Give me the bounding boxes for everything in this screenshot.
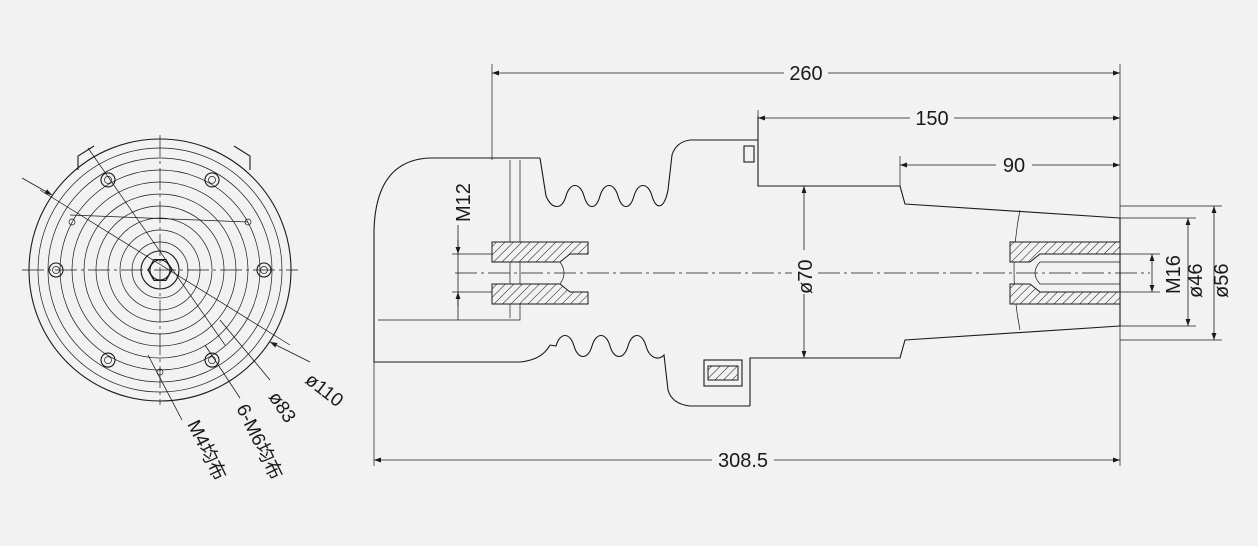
sheds-bottom bbox=[549, 334, 750, 407]
dim-dia-70: ø70 bbox=[795, 260, 817, 294]
leader-110 bbox=[21, 177, 53, 196]
end-view: ø110 ø83 6-M6均布 M4均布 bbox=[21, 135, 347, 485]
dim-90-bg bbox=[996, 153, 1032, 177]
dim-dia-110: ø110 bbox=[301, 369, 347, 411]
end-diag-1 bbox=[39, 189, 291, 346]
dim-90: 90 bbox=[1003, 155, 1025, 177]
insert-left bbox=[491, 241, 589, 263]
insert-right bbox=[1009, 241, 1121, 263]
elbow-inner bbox=[378, 160, 521, 321]
insert-left-b bbox=[491, 283, 589, 305]
bolt-hole-inner bbox=[104, 356, 112, 364]
bottom-plug-hatch bbox=[707, 365, 739, 381]
right-inner bbox=[1013, 209, 1021, 331]
label-m4: M4均布 bbox=[183, 417, 231, 485]
dim-150: 150 bbox=[915, 108, 948, 130]
leader-m6 bbox=[204, 344, 241, 399]
end-diag-3 bbox=[87, 147, 226, 346]
dim-260: 260 bbox=[789, 63, 822, 85]
end-diag-2 bbox=[69, 214, 249, 223]
dim-dia-46: ø46 bbox=[1185, 264, 1207, 298]
dim-dia-83: ø83 bbox=[264, 388, 300, 427]
dim-m16: M16 bbox=[1163, 255, 1185, 294]
sheds-top bbox=[539, 139, 758, 208]
leader-110-b bbox=[269, 341, 311, 363]
dim-308-bg bbox=[712, 448, 774, 472]
insert-right-b bbox=[1009, 283, 1121, 305]
dim-70-bg bbox=[792, 250, 816, 294]
bolt-hole-inner bbox=[208, 176, 216, 184]
dim-308-5: 308.5 bbox=[718, 450, 768, 472]
bolt-hole bbox=[100, 352, 116, 368]
dim-m12: M12 bbox=[453, 183, 475, 222]
leader-m4 bbox=[147, 354, 183, 421]
top-nub bbox=[743, 145, 755, 163]
bolt-hole bbox=[204, 352, 220, 368]
dim-260-bg bbox=[784, 61, 828, 85]
side-view: 260 150 90 308.5 M12 ø70 M16 ø46 bbox=[373, 61, 1233, 472]
dim-150-bg bbox=[910, 106, 954, 130]
bottom-plug bbox=[703, 359, 743, 387]
small-hole-m4 bbox=[68, 218, 76, 226]
dim-dia-56: ø56 bbox=[1211, 264, 1233, 298]
elbow-cap bbox=[373, 157, 551, 363]
bolt-hole bbox=[100, 172, 116, 188]
bolt-hole bbox=[204, 172, 220, 188]
leader-83 bbox=[219, 319, 271, 381]
bolt-hole-inner bbox=[208, 356, 216, 364]
